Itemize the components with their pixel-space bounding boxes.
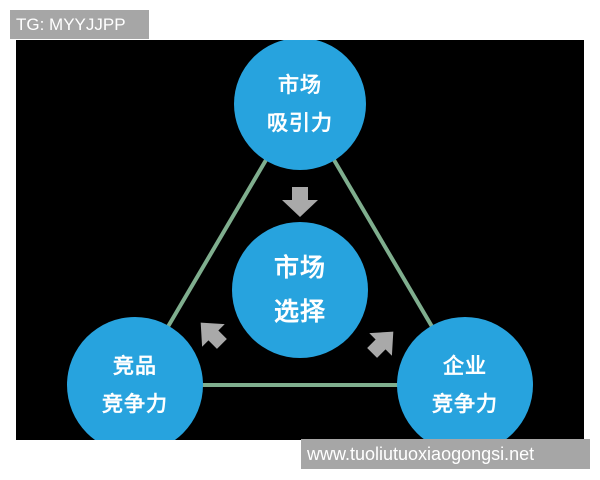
node-center-line2: 选择 bbox=[273, 297, 326, 326]
node-top-line1: 市场 bbox=[278, 73, 322, 97]
node-bottom-right-line2: 竞争力 bbox=[432, 392, 498, 416]
edge-top-bottom-right bbox=[332, 158, 436, 332]
watermark-top-left: TG: MYYJJPP bbox=[10, 10, 149, 39]
node-market-attractiveness: 市场 吸引力 bbox=[234, 40, 366, 170]
node-center-line1: 市场 bbox=[273, 253, 326, 282]
arrow-down-icon bbox=[282, 187, 318, 217]
diagram-edges bbox=[164, 158, 436, 387]
node-market-choice: 市场 选择 bbox=[232, 222, 368, 358]
node-company-competitiveness: 企业 竞争力 bbox=[397, 317, 533, 440]
node-top-line2: 吸引力 bbox=[267, 111, 333, 135]
node-bottom-right-line1: 企业 bbox=[443, 354, 487, 378]
node-bottom-left-line2: 竞争力 bbox=[102, 392, 168, 416]
arrow-up-right-icon bbox=[200, 322, 227, 349]
node-bottom-left-line1: 竞品 bbox=[113, 354, 157, 378]
watermark-bottom-right: www.tuoliutuoxiaogongsi.net bbox=[301, 439, 590, 469]
arrow-up-left-icon bbox=[367, 331, 394, 358]
node-competitor-competitiveness: 竞品 竞争力 bbox=[67, 317, 203, 440]
diagram-canvas: 市场 吸引力 市场 选择 竞品 竞争力 企业 竞争力 bbox=[16, 40, 584, 440]
edge-top-bottom-left bbox=[164, 158, 268, 332]
